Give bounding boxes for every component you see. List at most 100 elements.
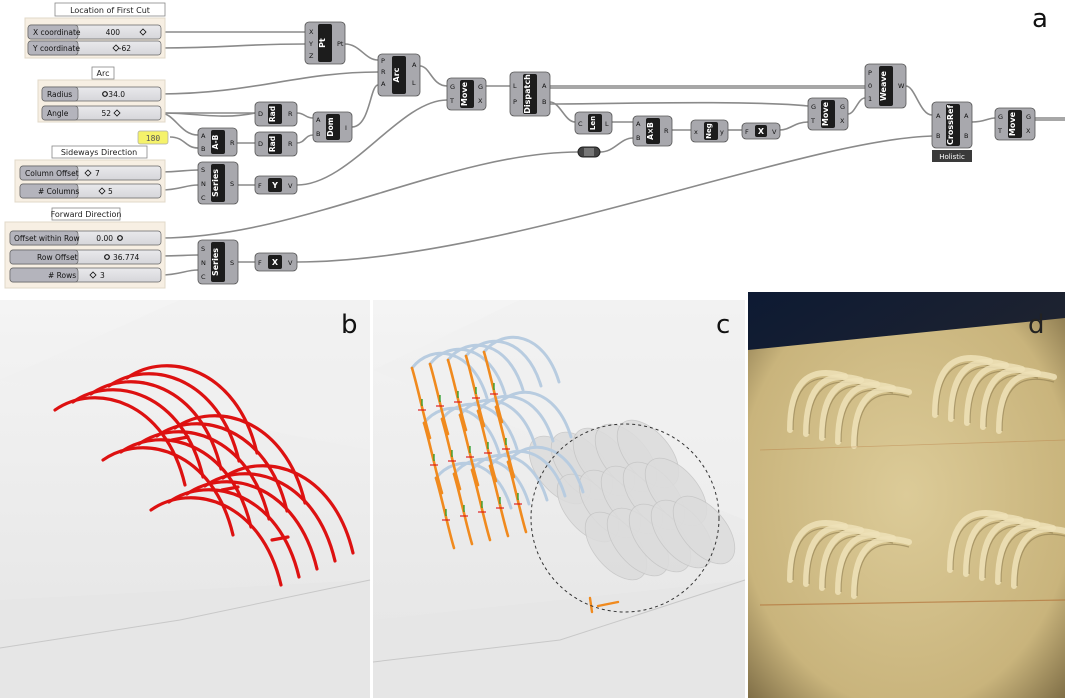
component-label: Dom bbox=[326, 117, 335, 136]
svg-text:V: V bbox=[288, 182, 293, 190]
panel-b-cut-curves bbox=[0, 300, 371, 698]
blue-toolpath bbox=[476, 394, 555, 443]
orange-toolpath bbox=[494, 405, 516, 479]
cut-tick bbox=[220, 485, 240, 492]
cut-arc bbox=[173, 414, 307, 505]
svg-text:R: R bbox=[230, 139, 235, 147]
groove bbox=[835, 532, 896, 595]
svg-text:X: X bbox=[309, 28, 314, 36]
component-arc[interactable]: Arc PRA AL bbox=[377, 53, 421, 97]
panel-a-node-graph: Location of First Cut Arc Sideways Direc… bbox=[4, 2, 1065, 289]
groove-shadow bbox=[856, 393, 910, 447]
groove bbox=[787, 520, 848, 583]
slider-offset-within-row[interactable]: Offset within Row 0.00 bbox=[9, 230, 162, 246]
blue-toolpath bbox=[506, 445, 585, 494]
svg-text:R: R bbox=[381, 68, 386, 76]
cut-arc bbox=[101, 446, 235, 537]
svg-text:R: R bbox=[664, 127, 669, 135]
svg-text:S: S bbox=[230, 259, 234, 267]
cut-arc bbox=[89, 380, 223, 471]
wood-grooves bbox=[787, 355, 1065, 599]
component-label: Move bbox=[460, 81, 469, 106]
orange-toolpath bbox=[410, 366, 432, 440]
component-label: X bbox=[272, 258, 279, 267]
svg-text:A: A bbox=[316, 116, 321, 124]
cut-arc bbox=[203, 472, 337, 563]
svg-text:Pt: Pt bbox=[337, 40, 344, 48]
component-a-times-b[interactable]: A×B ABR bbox=[632, 115, 673, 147]
svg-text:R: R bbox=[288, 110, 293, 118]
orange-toolpath bbox=[452, 472, 474, 546]
panel-value-180[interactable]: 180 bbox=[137, 130, 169, 145]
svg-text:R: R bbox=[288, 140, 293, 148]
svg-text:A: A bbox=[201, 132, 206, 140]
component-a-minus-b[interactable]: A-B ABR bbox=[197, 127, 238, 157]
relay-capsule[interactable] bbox=[577, 146, 601, 158]
svg-text:A: A bbox=[542, 82, 547, 90]
slider-angle[interactable]: Angle 52 bbox=[41, 105, 162, 121]
svg-text:A: A bbox=[636, 120, 641, 128]
cut-arc bbox=[71, 388, 205, 479]
blue-toolpath bbox=[494, 390, 573, 439]
blue-toolpath bbox=[464, 339, 543, 388]
svg-text:A: A bbox=[412, 61, 417, 69]
slider-x-coordinate[interactable]: X coordinate 400 bbox=[27, 24, 162, 40]
svg-text:P: P bbox=[381, 57, 385, 65]
slider-value: 3 bbox=[100, 271, 105, 280]
slider-value: 5 bbox=[108, 187, 113, 196]
svg-text:C: C bbox=[578, 120, 583, 128]
slider-row-offset[interactable]: Row Offset 36.774 bbox=[9, 249, 162, 265]
group-title-arc: Arc bbox=[97, 69, 110, 78]
panel-d-wood-photo bbox=[748, 292, 1065, 698]
svg-text:V: V bbox=[772, 128, 777, 136]
group-title-sideways: Sideways Direction bbox=[61, 148, 137, 157]
svg-text:L: L bbox=[412, 79, 416, 87]
svg-text:I: I bbox=[345, 124, 347, 132]
cut-tick bbox=[270, 535, 290, 542]
svg-text:x: x bbox=[694, 128, 698, 136]
svg-text:B: B bbox=[201, 145, 205, 153]
groove bbox=[803, 374, 864, 437]
groove bbox=[947, 510, 1008, 573]
component-dom[interactable]: Dom ABI bbox=[312, 111, 353, 143]
slider-y-coordinate[interactable]: Y coordinate -62 bbox=[27, 40, 162, 56]
svg-text:N: N bbox=[201, 180, 206, 188]
component-label: CrossRef bbox=[946, 105, 955, 145]
group-title-first-cut: Location of First Cut bbox=[70, 6, 150, 15]
component-label: Weave bbox=[879, 70, 888, 101]
groove bbox=[979, 518, 1040, 581]
svg-text:0: 0 bbox=[868, 82, 872, 90]
svg-text:F: F bbox=[258, 182, 262, 190]
svg-text:B: B bbox=[964, 132, 968, 140]
slider-rows[interactable]: # Rows 3 bbox=[9, 267, 162, 283]
component-label: A×B bbox=[646, 122, 655, 140]
component-label: Move bbox=[821, 101, 830, 126]
slider-value: 52 bbox=[101, 109, 111, 118]
svg-text:A: A bbox=[381, 80, 386, 88]
slider-radius[interactable]: Radius 34.0 bbox=[41, 86, 162, 102]
cut-arc bbox=[221, 464, 355, 555]
slider-columns[interactable]: # Columns 5 bbox=[19, 183, 162, 199]
groove bbox=[948, 359, 1009, 422]
slider-column-offset[interactable]: Column Offset 7 bbox=[19, 165, 162, 181]
svg-text:G: G bbox=[840, 103, 845, 111]
svg-text:D: D bbox=[258, 110, 263, 118]
svg-text:C: C bbox=[201, 194, 206, 202]
blue-toolpath bbox=[482, 335, 561, 384]
